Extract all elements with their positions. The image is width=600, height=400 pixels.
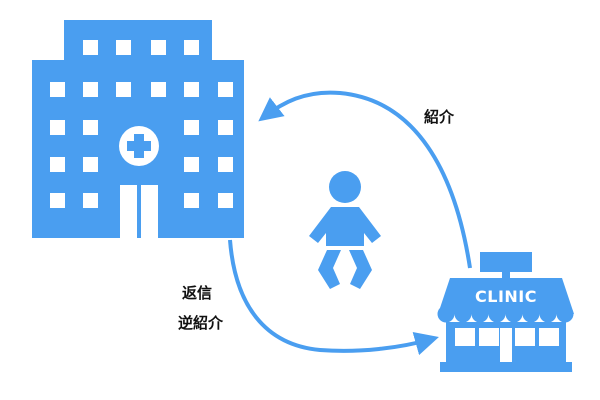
hospital-window [116,40,131,55]
clinic-door [500,328,512,362]
hospital-window [50,82,65,97]
hospital-window [83,120,98,135]
hospital-windows [50,40,233,208]
clinic-storefront-icon: CLINIC [437,252,574,372]
hospital-window [184,40,199,55]
hospital-window [50,157,65,172]
referral-label: 紹介 [424,108,455,126]
hospital-window [151,40,166,55]
hospital-window [184,120,199,135]
hospital-building-icon [32,20,244,238]
hospital-window [151,82,166,97]
baby-icon [309,171,381,289]
reverse-referral-arrow [228,239,439,356]
reverse-referral-label: 逆紹介 [178,314,224,332]
hospital-window [83,193,98,208]
clinic-awning-scallops [437,305,574,323]
clinic-windows [455,328,559,346]
hospital-window [218,193,233,208]
clinic-sign-text: CLINIC [475,287,537,306]
reply-label: 返信 [182,284,212,302]
hospital-window [218,82,233,97]
hospital-window [50,193,65,208]
hospital-window [116,82,131,97]
hospital-window [50,120,65,135]
hospital-window [83,40,98,55]
hospital-window [184,193,199,208]
hospital-cross-icon [119,126,159,166]
hospital-window [218,157,233,172]
hospital-window [218,120,233,135]
hospital-window [83,157,98,172]
hospital-window [184,157,199,172]
hospital-window [83,82,98,97]
referral-arrow [258,90,472,269]
hospital-window [184,82,199,97]
